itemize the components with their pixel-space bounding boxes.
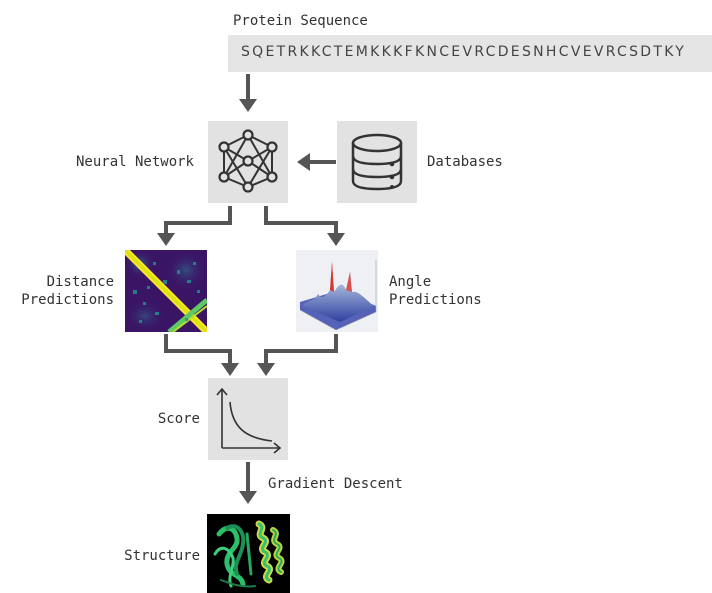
structure-label: Structure <box>124 548 200 564</box>
angle-surface-image <box>296 250 378 332</box>
distance-label-line2: Predictions <box>21 292 114 308</box>
arrowhead-score-right <box>257 363 275 376</box>
score-box <box>208 378 288 460</box>
neural-network-icon <box>218 129 278 193</box>
angle-label-line2: Predictions <box>389 292 482 308</box>
sequence-text: SQETRKKCTEMKKKFKNCEVRCDESNHCVEVRCSDTKY <box>241 44 687 60</box>
arrow-distance-to-score <box>164 334 232 364</box>
arrowhead-angle <box>327 233 345 246</box>
distance-predictions-label: Distance Predictions <box>10 273 114 309</box>
distance-label-line1: Distance <box>46 274 114 290</box>
angle-predictions-label: Angle Predictions <box>389 273 482 309</box>
score-label: Score <box>157 411 200 427</box>
sequence-bar: SQETRKKCTEMKKKFKNCEVRCDESNHCVEVRCSDTKY <box>228 35 712 72</box>
neural-network-label: Neural Network <box>75 154 194 170</box>
angle-label-line1: Angle <box>389 274 432 290</box>
arrowhead-sequence <box>239 99 257 112</box>
distance-heatmap-image <box>125 250 207 332</box>
arrowhead-distance <box>157 233 175 246</box>
arrowhead-structure <box>239 491 257 504</box>
protein-sequence-title: Protein Sequence <box>233 13 368 29</box>
arrow-nn-to-distance <box>164 206 232 234</box>
database-icon <box>351 133 403 191</box>
databases-box <box>337 121 417 203</box>
arrow-nn-to-angle <box>264 206 338 234</box>
arrowhead-score-left <box>221 363 239 376</box>
arrow-angle-to-score <box>264 334 338 364</box>
gradient-descent-label: Gradient Descent <box>268 476 403 492</box>
databases-label: Databases <box>427 154 503 170</box>
protein-structure-image <box>207 514 290 593</box>
decay-curve-icon <box>216 387 282 454</box>
neural-network-box <box>208 121 288 203</box>
arrowhead-db <box>297 153 310 171</box>
